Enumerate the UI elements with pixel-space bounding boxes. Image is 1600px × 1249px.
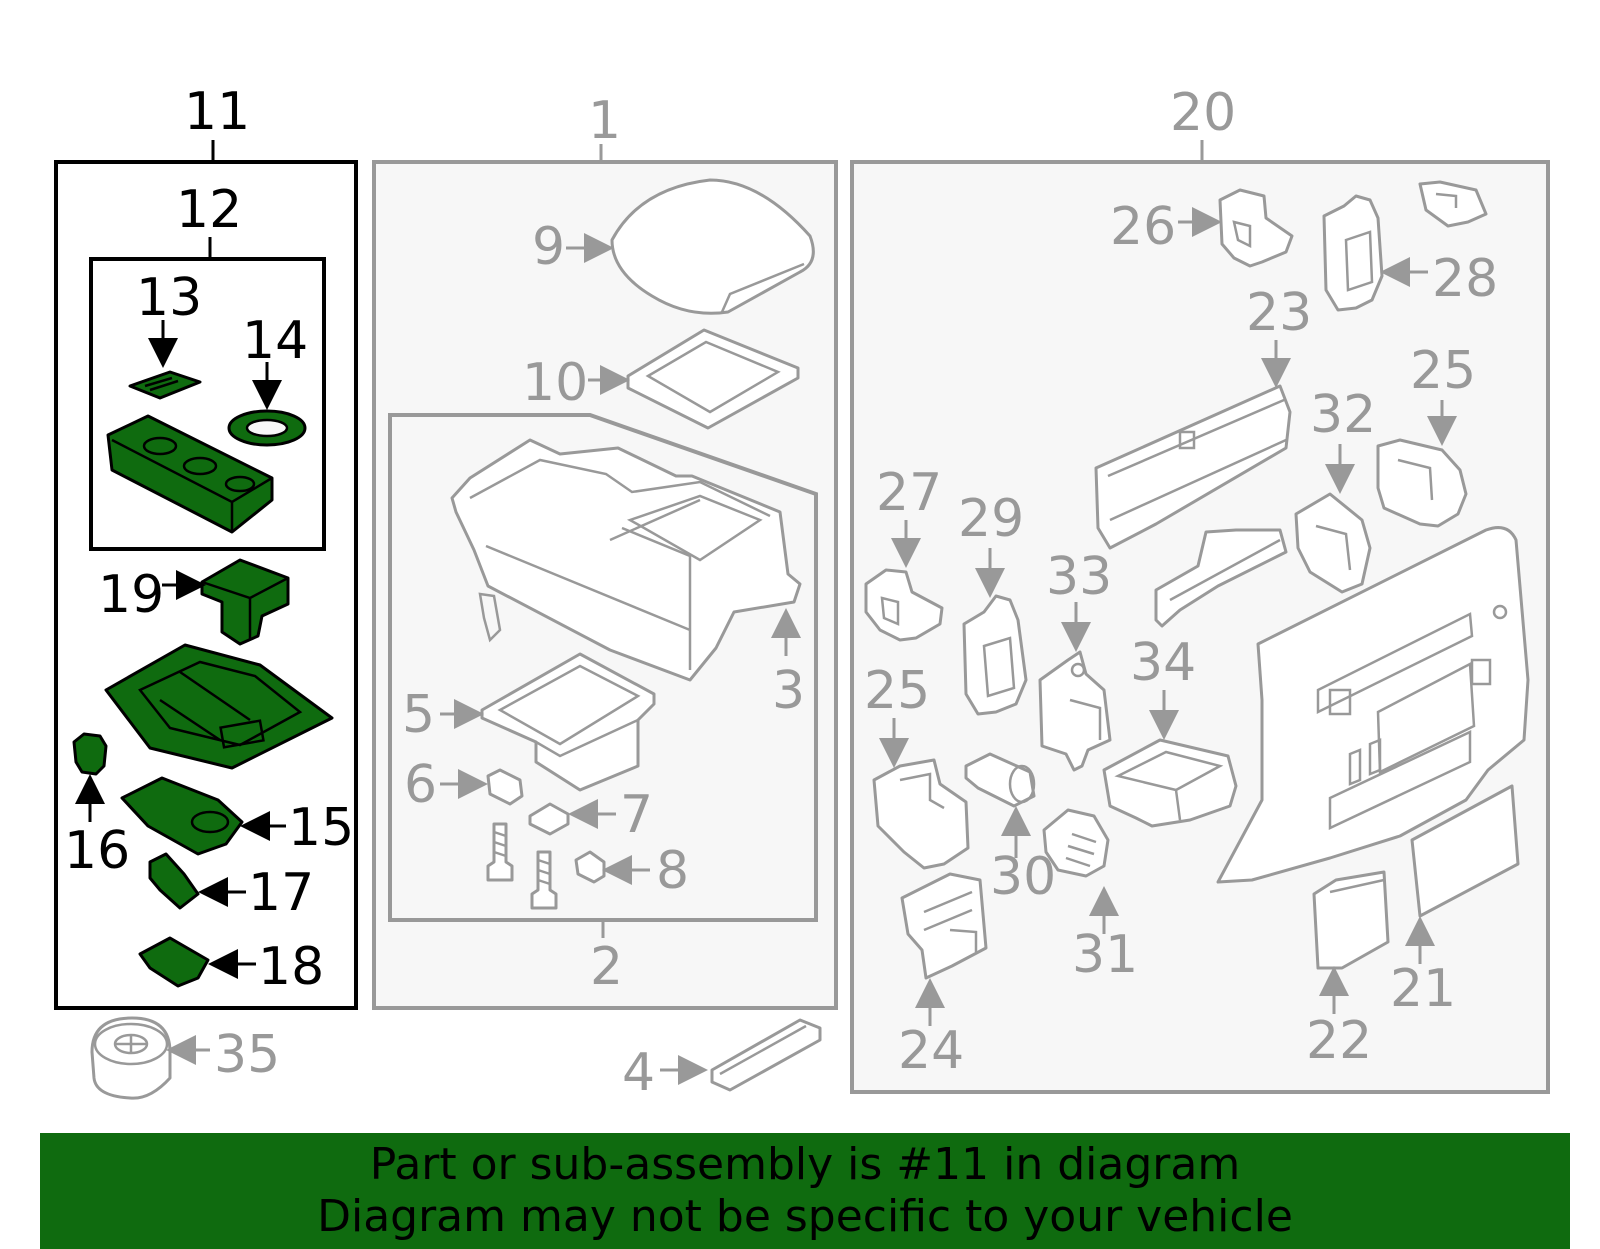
part-16[interactable] xyxy=(72,732,108,822)
part-25-lower[interactable] xyxy=(872,718,970,870)
part-22[interactable] xyxy=(1312,870,1390,1014)
label-20[interactable]: 20 xyxy=(1170,83,1236,143)
part-10[interactable] xyxy=(588,328,800,430)
part-34[interactable] xyxy=(1102,690,1238,828)
label-21[interactable]: 21 xyxy=(1390,959,1456,1019)
part-4[interactable] xyxy=(660,1018,822,1092)
part-9[interactable] xyxy=(566,178,815,315)
part-6[interactable] xyxy=(440,768,524,806)
part-12-tray[interactable] xyxy=(106,414,274,534)
label-28[interactable]: 28 xyxy=(1432,249,1498,309)
part-24[interactable] xyxy=(900,872,988,1026)
part-20-bezel[interactable] xyxy=(1216,526,1530,884)
part-18[interactable] xyxy=(138,936,256,988)
part-35[interactable] xyxy=(90,1016,210,1100)
label-25-lower[interactable]: 25 xyxy=(864,661,930,721)
part-30[interactable] xyxy=(964,752,1036,858)
label-18[interactable]: 18 xyxy=(258,937,324,997)
label-7[interactable]: 7 xyxy=(620,785,653,845)
part-small-connector[interactable] xyxy=(1418,180,1488,228)
info-banner: Part or sub-assembly is #11 in diagram D… xyxy=(40,1133,1570,1249)
label-22[interactable]: 22 xyxy=(1306,1011,1372,1071)
part-26[interactable] xyxy=(1178,188,1294,268)
group-11[interactable] xyxy=(54,140,358,1010)
label-23[interactable]: 23 xyxy=(1246,283,1312,343)
part-28[interactable] xyxy=(1322,194,1428,312)
part-25-upper[interactable] xyxy=(1376,400,1468,528)
part-17[interactable] xyxy=(148,852,246,910)
banner-line-2: Diagram may not be specific to your vehi… xyxy=(317,1191,1293,1242)
group-20[interactable] xyxy=(850,140,1550,1094)
label-17[interactable]: 17 xyxy=(248,863,314,923)
label-30[interactable]: 30 xyxy=(990,847,1056,907)
label-16[interactable]: 16 xyxy=(64,821,130,881)
label-25-upper[interactable]: 25 xyxy=(1410,341,1476,401)
part-32[interactable] xyxy=(1294,444,1372,594)
part-bracket-mid[interactable] xyxy=(1154,528,1288,628)
part-27[interactable] xyxy=(864,520,944,642)
label-10[interactable]: 10 xyxy=(522,353,588,413)
label-4[interactable]: 4 xyxy=(622,1043,655,1103)
label-13[interactable]: 13 xyxy=(136,268,202,328)
label-2[interactable]: 2 xyxy=(590,937,623,997)
group-1[interactable] xyxy=(372,144,838,1010)
label-11[interactable]: 11 xyxy=(184,82,250,142)
label-34[interactable]: 34 xyxy=(1130,633,1196,693)
part-33[interactable] xyxy=(1038,602,1112,772)
label-12[interactable]: 12 xyxy=(176,180,242,240)
bolt-a[interactable] xyxy=(486,822,514,882)
part-5[interactable] xyxy=(440,652,656,792)
label-3[interactable]: 3 xyxy=(772,661,805,721)
label-14[interactable]: 14 xyxy=(242,311,308,371)
part-8[interactable] xyxy=(574,850,650,885)
part-14[interactable] xyxy=(227,362,307,447)
banner-line-1: Part or sub-assembly is #11 in diagram xyxy=(369,1139,1241,1190)
part-2-console[interactable] xyxy=(450,438,802,682)
label-6[interactable]: 6 xyxy=(404,755,437,815)
label-32[interactable]: 32 xyxy=(1310,385,1376,445)
group-11-box xyxy=(54,160,358,1010)
part-21[interactable] xyxy=(1405,784,1520,964)
callout-labels: 11 12 13 14 19 15 16 17 18 1 9 10 3 5 6 … xyxy=(64,82,1498,1103)
label-15[interactable]: 15 xyxy=(288,798,354,858)
part-7[interactable] xyxy=(528,799,616,836)
label-33[interactable]: 33 xyxy=(1046,547,1112,607)
group-12-box xyxy=(89,257,326,551)
part-19[interactable] xyxy=(162,558,290,646)
label-19[interactable]: 19 xyxy=(98,565,164,625)
part-29[interactable] xyxy=(962,548,1028,716)
label-9[interactable]: 9 xyxy=(532,217,565,277)
label-31[interactable]: 31 xyxy=(1072,925,1138,985)
part-15[interactable] xyxy=(120,776,286,856)
bolt-b[interactable] xyxy=(530,850,558,910)
label-27[interactable]: 27 xyxy=(876,463,942,523)
part-13[interactable] xyxy=(128,320,202,400)
part-11-bin[interactable] xyxy=(104,643,334,770)
label-8[interactable]: 8 xyxy=(656,841,689,901)
label-29[interactable]: 29 xyxy=(958,489,1024,549)
part-31[interactable] xyxy=(1042,808,1119,934)
part-23[interactable] xyxy=(1094,340,1292,550)
label-35[interactable]: 35 xyxy=(214,1025,280,1085)
label-1[interactable]: 1 xyxy=(588,91,621,151)
label-24[interactable]: 24 xyxy=(898,1021,964,1081)
label-5[interactable]: 5 xyxy=(402,685,435,745)
label-26[interactable]: 26 xyxy=(1110,197,1176,257)
